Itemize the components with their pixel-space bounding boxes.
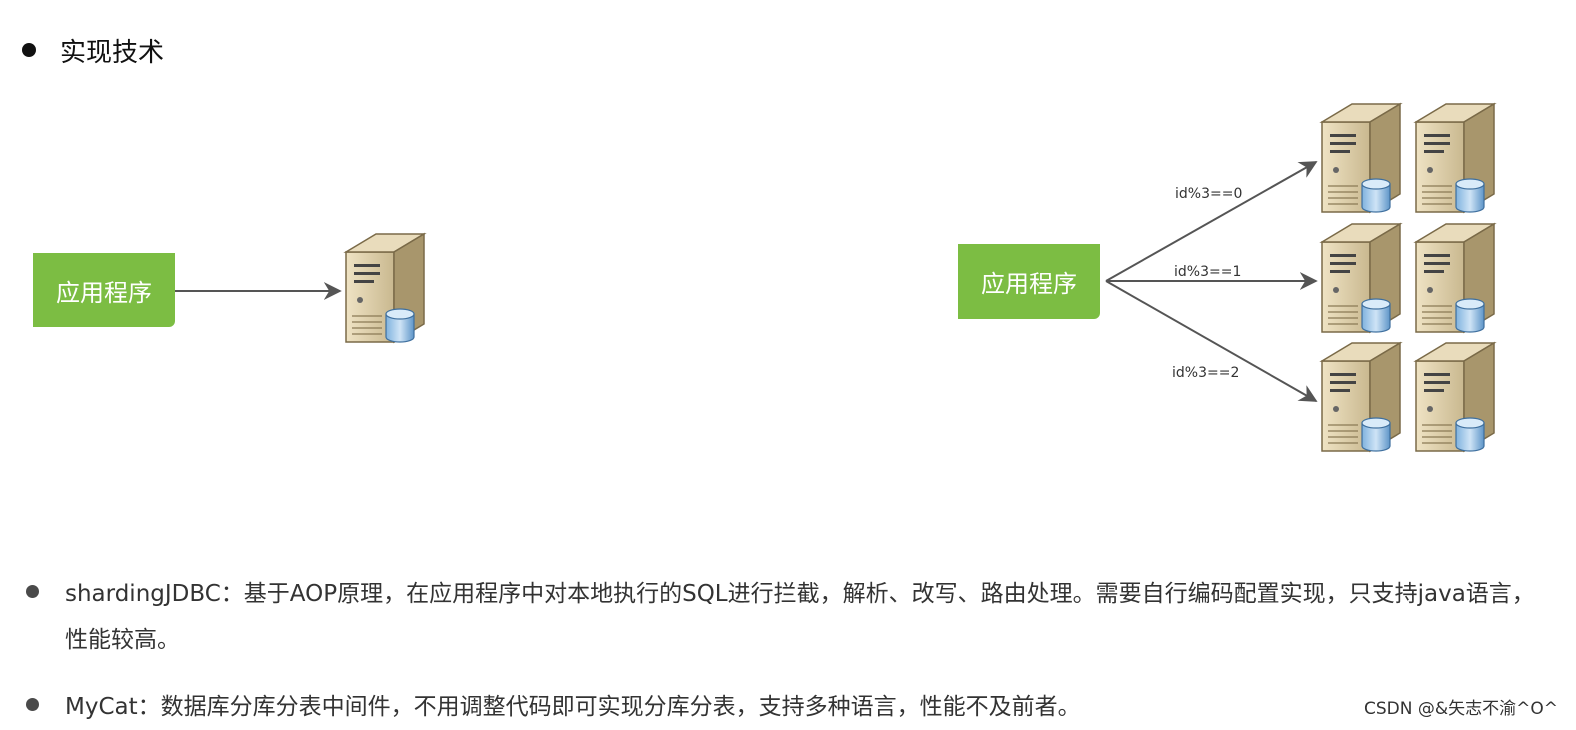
app-box-left: 应用程序 [33,253,175,327]
bullet-item-mycat: MyCat：数据库分库分表中间件，不用调整代码即可实现分库分表，支持多种语言，性… [26,684,1545,730]
route-label-1: id%3==1 [1174,264,1241,280]
watermark: CSDN @&矢志不渝^O^ [1364,699,1558,719]
database-server-icon [1321,342,1401,452]
route-label-2: id%3==2 [1172,365,1239,381]
database-server-icon [1415,223,1495,333]
bullet-text: shardingJDBC：基于AOP原理，在应用程序中对本地执行的SQL进行拦截… [65,581,1535,653]
database-server-icon [345,233,425,343]
bullet-dot [22,43,36,57]
route-label-0: id%3==0 [1175,186,1242,202]
route-arrow-0 [1105,161,1318,282]
bullet-dot [26,585,39,598]
bullet-text: MyCat：数据库分库分表中间件，不用调整代码即可实现分库分表，支持多种语言，性… [65,694,1081,720]
database-server-icon [1321,103,1401,213]
app-box-right: 应用程序 [958,244,1100,319]
section-title: 实现技术 [60,37,165,68]
database-server-icon [1415,103,1495,213]
route-arrow-2 [1105,280,1318,402]
database-server-icon [1321,223,1401,333]
section-heading: 实现技术 [22,30,164,70]
bullet-item-shardingjdbc: shardingJDBC：基于AOP原理，在应用程序中对本地执行的SQL进行拦截… [26,571,1545,663]
bullet-dot [26,698,39,711]
database-server-icon [1415,342,1495,452]
